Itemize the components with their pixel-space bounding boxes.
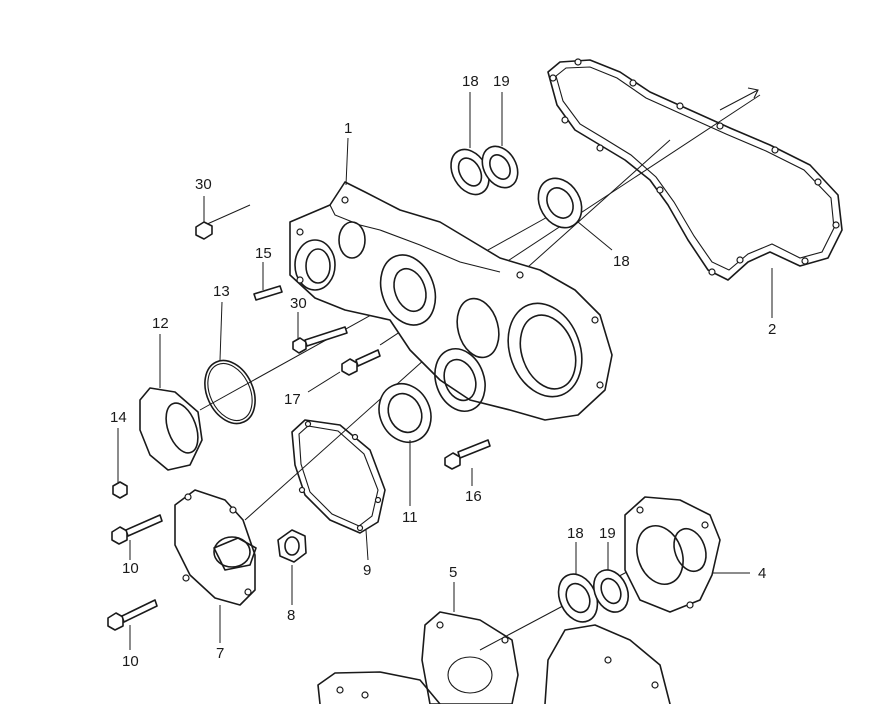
bolt-30-top: [195, 221, 213, 240]
callout-18-top: 18: [462, 73, 479, 90]
lower-gasket: [544, 624, 671, 704]
gasket-5: [421, 611, 519, 704]
callout-30-mid: 30: [290, 295, 307, 312]
nut-8: [277, 529, 307, 563]
callout-30-top: 30: [195, 176, 212, 193]
bearing-18-bottom: [557, 573, 599, 623]
cover-12: [139, 387, 203, 471]
lower-housing: [317, 671, 441, 704]
callout-7: 7: [216, 645, 224, 662]
gasket-9: [291, 419, 386, 534]
leader-lines: [117, 92, 773, 650]
callout-19-bottom: 19: [599, 525, 616, 542]
bearing-18-right: [537, 177, 583, 229]
bearing-19-bottom: [592, 569, 630, 613]
callout-16: 16: [465, 488, 482, 505]
bolt-30-mid: [292, 326, 348, 354]
gear-case-1: [289, 181, 613, 421]
bolt-10-lower: [107, 599, 158, 631]
callout-18-bottom: 18: [567, 525, 584, 542]
bearing-19-top: [481, 145, 519, 189]
callout-12: 12: [152, 315, 169, 332]
callout-1: 1: [344, 120, 352, 137]
callout-17: 17: [284, 391, 301, 408]
callout-8: 8: [287, 607, 295, 624]
callout-15: 15: [255, 245, 272, 262]
oil-seal-11: [378, 383, 432, 443]
callout-14: 14: [110, 409, 127, 426]
callout-18-right: 18: [613, 253, 630, 270]
o-ring-13: [204, 359, 256, 425]
bolt-10-upper: [111, 514, 163, 545]
callout-11: 11: [402, 509, 418, 526]
gasket-2: [547, 58, 843, 281]
bolt-14: [112, 481, 128, 499]
callout-2: 2: [768, 321, 776, 338]
bearing-18-top: [450, 148, 490, 196]
callout-19-top: 19: [493, 73, 510, 90]
callout-9: 9: [363, 562, 371, 579]
callout-13: 13: [213, 283, 230, 300]
cover-4: [624, 496, 721, 613]
bolt-17: [341, 349, 381, 376]
bolt-16: [444, 439, 491, 470]
callout-labels: 18 19 1 30 15 13 12 30 18 2 17 14 16 11 …: [110, 73, 776, 670]
callout-4: 4: [758, 565, 766, 582]
callout-10-lower: 10: [122, 653, 139, 670]
stud-15: [253, 285, 283, 301]
cover-7: [174, 489, 257, 606]
callout-10-upper: 10: [122, 560, 139, 577]
callout-5: 5: [449, 564, 457, 581]
